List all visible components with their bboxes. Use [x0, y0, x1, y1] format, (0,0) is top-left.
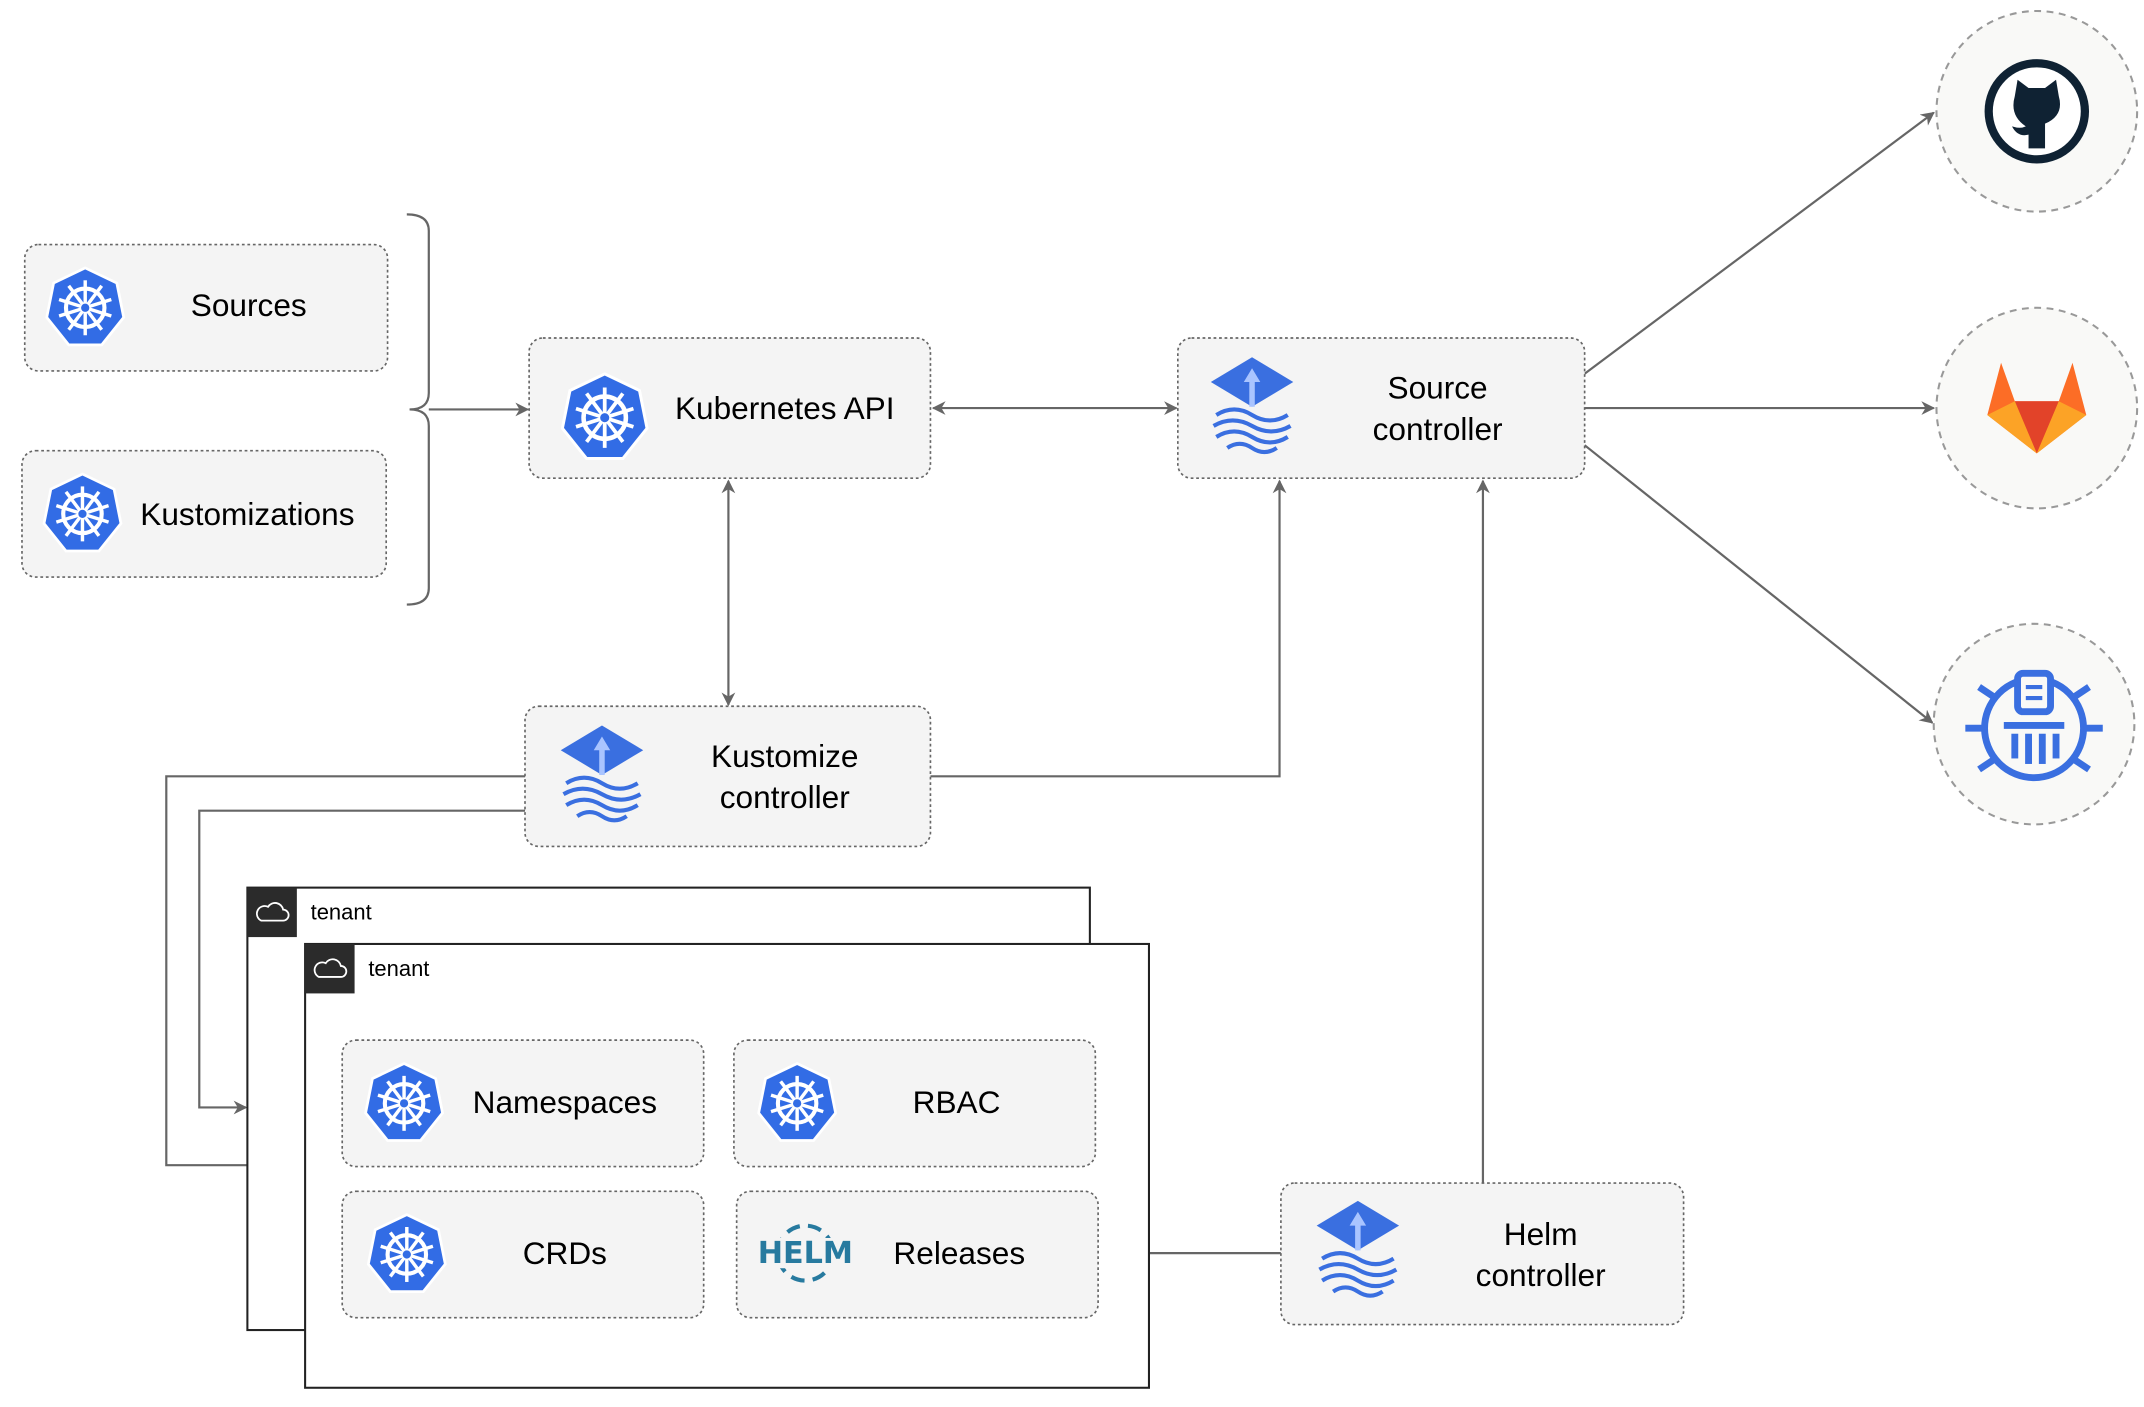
edge-kustomize-to-tenant-back: [198, 809, 526, 1115]
node-rbac[interactable]: RBAC: [733, 1039, 1097, 1168]
kubernetes-icon: [759, 1063, 836, 1140]
edge-kustomize-to-tenant-front: [165, 775, 526, 1173]
kubernetes-icon: [47, 268, 124, 345]
github-icon: [1984, 59, 2090, 164]
node-label: Sources: [191, 287, 307, 323]
node-label: CRDs: [523, 1235, 607, 1271]
node-kustomize-controller[interactable]: Kustomize controller: [524, 705, 932, 848]
kubernetes-icon: [366, 1063, 443, 1140]
node-label: Namespaces: [473, 1084, 657, 1120]
kubernetes-icon: [368, 1215, 445, 1292]
external-gitlab[interactable]: [1935, 306, 2139, 510]
cloud-icon: [255, 902, 290, 922]
node-releases[interactable]: HELM Releases: [735, 1190, 1099, 1319]
node-kubernetes-api[interactable]: Kubernetes API: [528, 337, 932, 479]
cloud-icon: [313, 958, 348, 978]
node-sources[interactable]: Sources: [23, 243, 389, 372]
node-label: Kustomizations: [140, 496, 354, 532]
node-source-controller[interactable]: Source controller: [1177, 337, 1586, 479]
node-label: Kustomize: [711, 738, 859, 774]
edge-kustomize-to-source: [930, 479, 1287, 778]
node-label: controller: [1373, 411, 1503, 447]
node-label: Source: [1388, 370, 1488, 406]
edges: [165, 111, 1936, 1260]
external-chartmuseum[interactable]: [1932, 622, 2136, 826]
node-label: Helm: [1504, 1216, 1578, 1252]
edge-source-to-github: [1583, 111, 1935, 375]
helm-icon: HELM: [758, 1223, 853, 1283]
node-helm-controller[interactable]: Helm controller: [1280, 1182, 1685, 1326]
edge-source-to-chartmuseum: [1583, 444, 1934, 724]
svg-text:HELM: HELM: [758, 1236, 853, 1271]
tenant-label: tenant: [368, 956, 429, 981]
external-github[interactable]: [1935, 9, 2139, 213]
gitlab-icon: [1987, 362, 2087, 454]
chartmuseum-icon: [1965, 669, 2103, 782]
kubernetes-icon: [562, 374, 647, 459]
node-label: RBAC: [913, 1084, 1001, 1120]
node-label: Kubernetes API: [675, 390, 895, 426]
node-namespaces[interactable]: Namespaces: [341, 1039, 705, 1168]
tenant-label: tenant: [311, 900, 372, 925]
node-kustomizations[interactable]: Kustomizations: [21, 449, 388, 578]
kubernetes-icon: [44, 474, 121, 551]
grouping-brace: [406, 213, 430, 606]
node-label: controller: [720, 779, 850, 815]
node-label: Releases: [893, 1235, 1025, 1271]
node-crds[interactable]: CRDs: [341, 1190, 705, 1319]
node-label: controller: [1476, 1257, 1606, 1293]
